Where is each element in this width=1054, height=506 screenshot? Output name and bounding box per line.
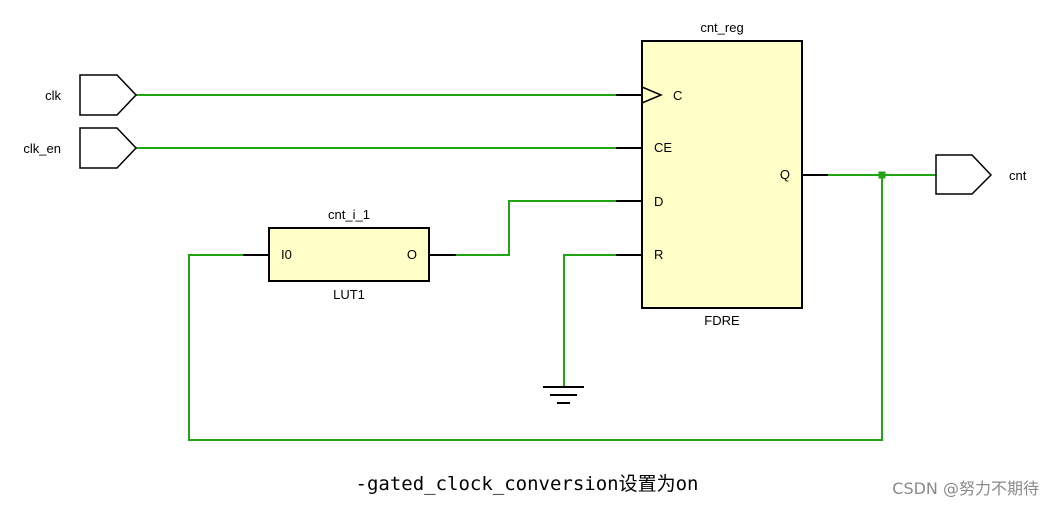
register-pin-ce-label: CE	[654, 140, 672, 155]
register-clock-triangle	[641, 86, 663, 104]
net-junction-dot	[878, 171, 886, 179]
register-pin-c-label: C	[673, 88, 682, 103]
input-port-clk-shape	[79, 74, 138, 116]
net-lut-o-to-d	[456, 200, 616, 256]
input-port-clk-en[interactable]: clk_en	[23, 127, 138, 169]
register-pin-q-label: Q	[780, 167, 790, 182]
output-port-cnt[interactable]: cnt	[935, 154, 1027, 195]
input-port-clk[interactable]: clk	[45, 74, 138, 116]
lut-body	[268, 227, 430, 282]
register-pin-d-label: D	[654, 194, 663, 209]
register-instance-name: cnt_reg	[700, 20, 743, 35]
figure-caption: -gated_clock_conversion设置为on	[356, 473, 699, 495]
lut-pin-i0-label: I0	[281, 247, 292, 262]
watermark: CSDN @努力不期待	[892, 479, 1039, 498]
net-r-to-ground	[563, 254, 616, 386]
input-port-clk-en-shape	[79, 127, 138, 169]
lut-instance-name: cnt_i_1	[328, 207, 370, 222]
register-body	[641, 40, 803, 309]
lut-pin-o-label: O	[407, 247, 417, 262]
lut-cell[interactable]: cnt_i_1 I0 O LUT1	[243, 207, 456, 302]
output-port-cnt-shape	[935, 154, 993, 195]
ground-icon	[543, 386, 584, 404]
input-port-clk-en-label: clk_en	[23, 141, 61, 156]
register-cell-type: FDRE	[704, 313, 740, 328]
output-port-cnt-label: cnt	[1009, 168, 1027, 183]
register-cell[interactable]: cnt_reg C CE D R Q FDRE	[616, 20, 828, 328]
nets	[136, 94, 936, 441]
register-pin-r-label: R	[654, 247, 663, 262]
input-port-clk-label: clk	[45, 88, 61, 103]
lut-cell-type: LUT1	[333, 287, 365, 302]
net-feedback	[188, 175, 883, 441]
